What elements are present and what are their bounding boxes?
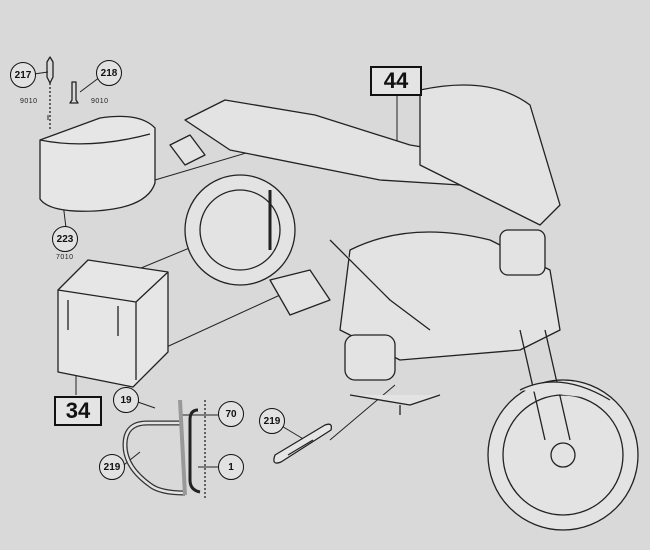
group-box-34: 34 [54, 396, 102, 426]
subcode-223: 7010 [56, 254, 74, 261]
callout-19: 19 [113, 387, 139, 413]
subcode-217: 9010 [20, 98, 38, 105]
callout-219-left: 219 [99, 454, 125, 480]
callout-218: 218 [96, 60, 122, 86]
saddle-bag [57, 259, 169, 388]
group-box-44: 44 [370, 66, 422, 96]
pin-parts [46, 56, 79, 130]
callout-223: 223 [52, 226, 78, 252]
callout-219-right: 219 [259, 408, 285, 434]
callout-1: 1 [218, 454, 244, 480]
subcode-218: 9010 [91, 98, 109, 105]
top-case [39, 115, 156, 212]
callout-217: 217 [10, 62, 36, 88]
bracket-219 [273, 423, 333, 464]
motorcycle [169, 84, 639, 531]
crash-bar-detail [122, 399, 206, 500]
callout-70: 70 [218, 401, 244, 427]
